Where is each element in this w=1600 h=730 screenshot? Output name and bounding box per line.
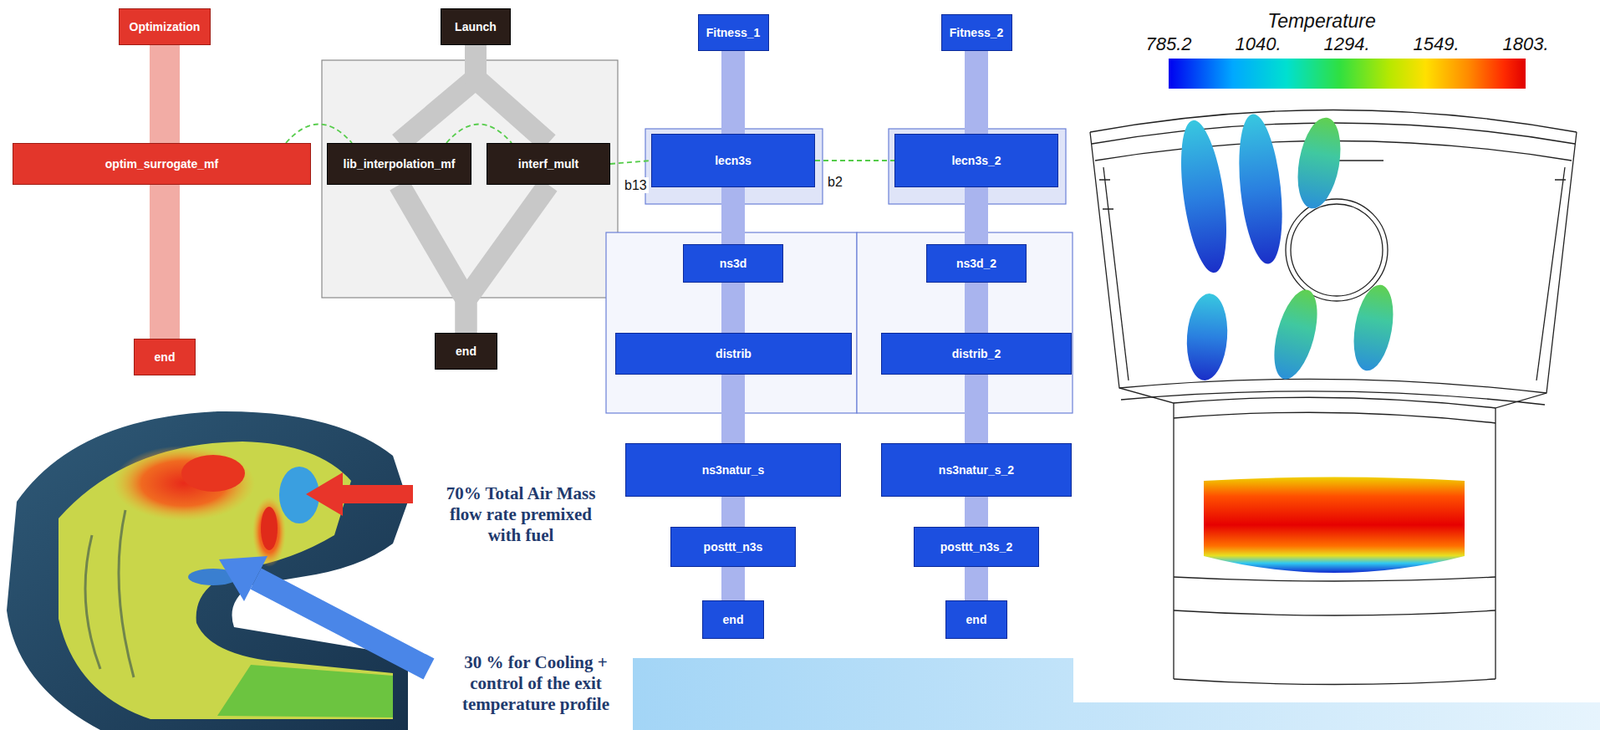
colorbar (1168, 58, 1526, 89)
box-title: ns3d (719, 256, 748, 271)
box-title: interf_mult (518, 157, 579, 171)
inflow-arrow (305, 472, 343, 516)
workflow-box: end (434, 332, 498, 370)
box-title: Launch (454, 20, 497, 34)
combustor-shell (6, 411, 408, 730)
flow-band (964, 496, 989, 527)
data-link (285, 124, 352, 144)
hot-spot (260, 506, 278, 551)
workflow-box: ns3d (682, 244, 784, 283)
box-title: Fitness_2 (949, 25, 1004, 40)
colorbar-tick: 1294. (1323, 33, 1370, 56)
workflow-box: lib_interpolation_mf (326, 142, 472, 185)
flow-band (964, 374, 989, 444)
box-title: distrib (715, 346, 752, 361)
workflow-box: ns3natur_s_2 (881, 443, 1072, 497)
workflow-box: Fitness_2 (941, 14, 1013, 51)
box-title: ns3d_2 (956, 256, 997, 271)
result-panel (1073, 0, 1600, 703)
flow-band (721, 187, 745, 245)
box-title: lib_interpolation_mf (343, 157, 456, 171)
isosurface (1172, 117, 1234, 276)
workflow-box: Optimization (118, 8, 211, 46)
workflow-box: end (945, 600, 1008, 639)
inflow-arrow (342, 484, 413, 504)
workflow-box: optim_surrogate_mf (12, 142, 311, 185)
workflow-box: lecn3s_2 (894, 133, 1059, 188)
cooling-arrow (255, 578, 429, 669)
flow-band (399, 45, 477, 143)
combustor-rib (85, 509, 134, 678)
box-title: Optimization (129, 20, 201, 34)
hot-spot (181, 454, 245, 492)
colorbar-tick: 1040. (1234, 33, 1281, 56)
flow-band (964, 282, 989, 333)
combustor-wall (217, 664, 393, 718)
flow-band (466, 184, 550, 333)
callout-text: 70% Total Air Mass flow rate premixed wi… (435, 483, 607, 547)
exit-temperature-band (1203, 477, 1465, 574)
flow-band (964, 566, 989, 601)
box-title: end (723, 612, 744, 627)
box-title: end (154, 350, 176, 364)
isosurface (1183, 291, 1230, 382)
workflow-box: Fitness_1 (698, 14, 770, 51)
box-title: ns3natur_s_2 (938, 463, 1015, 477)
box-title: posttt_n3s (703, 540, 764, 554)
flow-band (721, 50, 745, 134)
workflow-box: interf_mult (486, 142, 611, 185)
colorbar-tick: 785.2 (1145, 33, 1192, 56)
flow-band (964, 50, 989, 134)
isosurface (1233, 112, 1290, 266)
box-title: distrib_2 (952, 346, 1001, 361)
flow-band (475, 45, 549, 143)
box-title: optim_surrogate_mf (105, 157, 219, 171)
flow-band (721, 496, 745, 527)
box-title: posttt_n3s_2 (940, 540, 1013, 554)
workflow-box: posttt_n3s_2 (913, 526, 1040, 567)
flow-band (721, 374, 745, 444)
flow-band (149, 45, 180, 143)
box-title: end (455, 344, 477, 358)
colorbar-tick: 1803. (1502, 33, 1549, 56)
workflow-box: ns3natur_s (625, 443, 841, 497)
workflow-box: distrib_2 (881, 332, 1072, 375)
box-title: lecn3s (714, 153, 752, 168)
flow-band (149, 184, 180, 339)
hot-spot (112, 445, 255, 521)
combustor-wireframe (1090, 110, 1577, 685)
data-link (446, 124, 512, 144)
box-title: ns3natur_s (702, 463, 765, 477)
data-link (610, 160, 652, 164)
callout-text: 30 % for Cooling + control of the exit t… (450, 652, 622, 716)
isosurface (1266, 285, 1326, 384)
workflow-box: end (702, 600, 765, 639)
flow-band (721, 282, 745, 333)
combustor-wall (58, 441, 393, 719)
cooling-arrow (219, 555, 268, 602)
workflow-box: lecn3s (651, 133, 816, 188)
workflow-box: posttt_n3s (670, 526, 796, 567)
flow-band (964, 187, 989, 245)
edge-tag: b13 (622, 177, 649, 194)
edge-tag: b2 (825, 173, 845, 190)
workflow-box: distrib (615, 332, 852, 375)
isosurface (1291, 114, 1347, 213)
box-title: Fitness_1 (706, 25, 761, 40)
colorbar-tick: 1549. (1412, 33, 1459, 56)
box-title: end (966, 612, 988, 627)
data-link (815, 159, 895, 162)
workflow-box: ns3d_2 (926, 244, 1027, 283)
colorbar-title: Temperature (1267, 10, 1376, 34)
workflow-box: end (133, 338, 196, 376)
box-title: lecn3s_2 (951, 153, 1001, 168)
flow-band (721, 566, 745, 601)
isosurface (1347, 281, 1399, 374)
workflow-box: Launch (440, 8, 511, 46)
hot-spot (252, 496, 286, 567)
